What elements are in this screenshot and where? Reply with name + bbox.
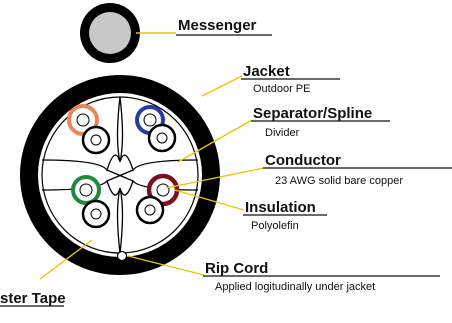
leader-binder-tape (39, 239, 93, 280)
pair-green (71, 175, 111, 229)
label-separator-title: Separator/Spline (253, 105, 372, 122)
pair-orange (67, 104, 111, 155)
conductor-green-stripe-core (90, 208, 102, 220)
label-messenger: Messenger (176, 17, 272, 36)
leader-jacket (201, 75, 243, 97)
leader-insulation (174, 189, 245, 211)
label-jacket-sub: Outdoor PE (253, 83, 310, 95)
label-conductor-title: Conductor (265, 152, 341, 169)
label-conductor: Conductor 23 AWG solid bare copper (263, 152, 452, 187)
messenger-core (89, 12, 131, 54)
label-separator: Separator/Spline Divider (251, 105, 390, 139)
separator-spline (41, 96, 199, 254)
leader-conductor (165, 167, 265, 189)
conductor-orange-stripe-core (90, 134, 102, 146)
label-ripcord: Rip Cord Applied logitudinally under jac… (203, 260, 440, 293)
label-insulation-title: Insulation (245, 199, 316, 216)
label-ripcord-title: Rip Cord (205, 260, 268, 277)
conductor-brown-solid-core (156, 183, 170, 197)
label-messenger-title: Messenger (178, 17, 257, 34)
conductor-brown-stripe-core (144, 204, 156, 216)
rip-cord (116, 250, 128, 262)
label-jacket-title: Jacket (243, 63, 290, 80)
label-insulation-sub: Polyolefin (251, 220, 299, 232)
label-binder-tape: ster Tape (0, 290, 66, 307)
pair-blue (135, 105, 177, 153)
conductor-blue-solid-core (143, 113, 157, 127)
leader-separator (177, 119, 253, 163)
label-ripcord-sub: Applied logitudinally under jacket (215, 281, 375, 293)
label-conductor-sub: 23 AWG solid bare copper (275, 175, 403, 187)
label-insulation: Insulation Polyolefin (243, 199, 327, 232)
label-separator-sub: Divider (265, 127, 300, 139)
label-jacket: Jacket Outdoor PE (241, 63, 340, 95)
label-binder-tape-title: ster Tape (0, 290, 66, 307)
conductor-blue-stripe-core (156, 132, 168, 144)
conductor-orange-solid-core (76, 113, 90, 127)
leader-ripcord (127, 255, 205, 276)
conductor-green-solid-core (79, 183, 93, 197)
